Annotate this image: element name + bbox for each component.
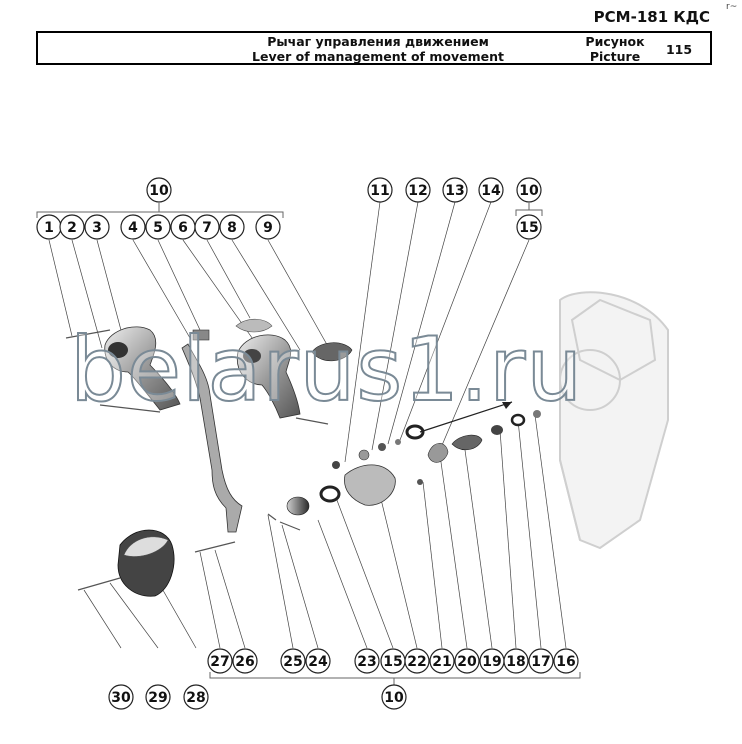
callout-number: 10 — [149, 183, 169, 199]
callout-circle — [145, 684, 171, 710]
callout-number: 28 — [186, 690, 205, 706]
callout-number: 8 — [227, 220, 237, 236]
callout-number: 18 — [506, 654, 525, 670]
callout-number: 7 — [202, 220, 212, 236]
shaft-arrow-head — [502, 402, 512, 409]
callout-number: 3 — [92, 220, 102, 236]
callout-number: 5 — [153, 220, 163, 236]
callout-number: 10 — [519, 183, 539, 199]
callout-number: 15 — [383, 654, 402, 670]
figure-number: 115 — [665, 42, 693, 57]
callout-circle — [305, 648, 331, 674]
callout-number: 4 — [128, 220, 138, 236]
callout-number: 2 — [67, 220, 77, 236]
corner-mark: r~ — [726, 2, 738, 12]
washers-and-plates — [286, 410, 541, 516]
callout-number: 25 — [283, 654, 302, 670]
callout-number: 9 — [263, 220, 273, 236]
callout-circle — [381, 684, 407, 710]
callout-circle — [528, 648, 554, 674]
tractor-panel-background — [559, 291, 669, 550]
callout-number: 10 — [384, 690, 404, 706]
callout-circle — [59, 214, 85, 240]
callout-number: 26 — [235, 654, 254, 670]
callout-number: 21 — [432, 654, 451, 670]
title-russian: Рычаг управления движением — [267, 34, 489, 49]
title-block: Рычаг управления движением Lever of mana… — [36, 31, 712, 65]
callout-number: 6 — [178, 220, 188, 236]
handle-cap — [235, 318, 273, 333]
callout-circle — [194, 214, 220, 240]
callout-circle — [367, 177, 393, 203]
lever-handle-left — [104, 326, 181, 411]
callout-number: 30 — [111, 690, 131, 706]
callout-number: 17 — [531, 654, 550, 670]
callout-number: 29 — [148, 690, 167, 706]
callout-number: 1 — [44, 220, 54, 236]
callout-circle — [478, 177, 504, 203]
small-screws — [65, 329, 329, 591]
callout-circle — [405, 177, 431, 203]
callout-circle — [84, 214, 110, 240]
callout-circle — [146, 177, 172, 203]
callout-circle — [207, 648, 233, 674]
callout-number: 24 — [308, 654, 328, 670]
callout-number: 15 — [519, 220, 538, 236]
callout-circle — [516, 214, 542, 240]
callout-number: 19 — [482, 654, 501, 670]
document-code: РСМ-181 КДС — [593, 8, 710, 26]
callout-number: 12 — [408, 183, 427, 199]
callout-number: 14 — [481, 183, 501, 199]
spring-clip — [311, 342, 353, 362]
callout-circle — [454, 648, 480, 674]
callout-circle — [219, 214, 245, 240]
callout-circle — [280, 648, 306, 674]
callout-number: 27 — [210, 654, 229, 670]
callout-number: 22 — [407, 654, 426, 670]
callout-number: 13 — [445, 183, 464, 199]
callout-number: 11 — [370, 183, 389, 199]
callout-number: 20 — [457, 654, 477, 670]
knob-cover — [117, 529, 175, 597]
callout-number: 23 — [357, 654, 376, 670]
group-bracket-top-left — [36, 203, 284, 218]
callout-circle — [255, 214, 281, 240]
group-bracket-top-right — [515, 203, 543, 216]
group-bracket-bottom — [209, 672, 581, 686]
lever-handle-right — [236, 334, 301, 419]
figure-label-russian: Рисунок — [585, 34, 645, 49]
callout-circle — [442, 177, 468, 203]
callout-circle — [404, 648, 430, 674]
callout-circle — [354, 648, 380, 674]
callout-circle — [503, 648, 529, 674]
title-english: Lever of management of movement — [252, 49, 504, 64]
callout-number: 16 — [556, 654, 575, 670]
callout-circle — [145, 214, 171, 240]
callout-circle — [553, 648, 579, 674]
leader-lines — [48, 201, 567, 649]
figure-label-english: Picture — [589, 49, 641, 64]
callout-circle — [183, 684, 209, 710]
lever-rod — [181, 343, 243, 533]
callout-circle — [429, 648, 455, 674]
callout-circle — [120, 214, 146, 240]
callout-circle — [516, 177, 542, 203]
callout-circle — [232, 648, 258, 674]
shaft-arrow — [419, 401, 513, 433]
callout-circle — [108, 684, 134, 710]
bushing — [192, 329, 210, 341]
